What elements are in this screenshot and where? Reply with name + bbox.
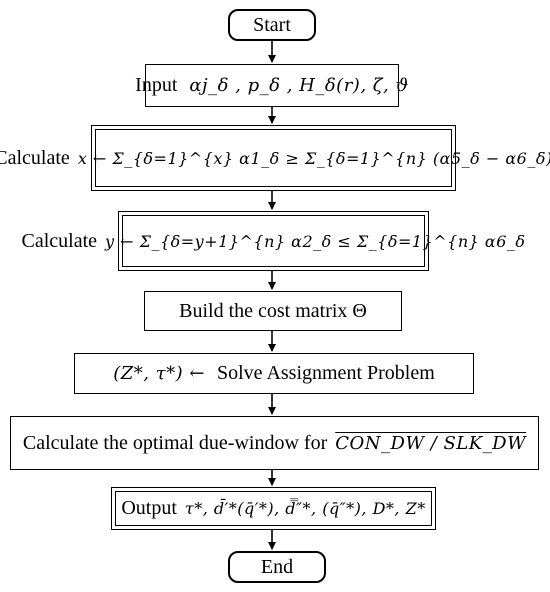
end-label: End: [260, 555, 294, 578]
due-window-formula: CON_DW / SLK_DW: [335, 432, 527, 454]
start-node: Start: [228, 9, 316, 41]
end-node: End: [228, 551, 326, 583]
assignment-label: Solve Assignment Problem: [216, 362, 435, 384]
cost-matrix-label: Build the cost matrix Θ: [179, 299, 367, 322]
due-window-label: Calculate the optimal due-window for: [22, 431, 328, 454]
input-label: Input: [135, 74, 178, 96]
output-node: Output τ*, d̄′*(q̄′*), d̿″*, (q̄″*), D*,…: [111, 487, 436, 530]
assignment-node: (Z*, τ*) ← Solve Assignment Problem: [74, 353, 474, 394]
input-formula: αj_δ , p_δ , H_δ(r), ζ, ϑ: [189, 75, 409, 96]
input-node: Input αj_δ , p_δ , H_δ(r), ζ, ϑ: [135, 64, 408, 107]
calc-y-formula: y ← Σ_{δ=y+1}^{n} α2_δ ≤ Σ_{δ=1}^{n} α6_…: [105, 231, 526, 251]
assignment-formula: (Z*, τ*) ←: [113, 363, 205, 384]
calc-x-label: Calculate: [0, 146, 70, 169]
calc-y-node: Calculate y ← Σ_{δ=y+1}^{n} α2_δ ≤ Σ_{δ=…: [22, 211, 525, 271]
calc-y-inner: Calculate y ← Σ_{δ=y+1}^{n} α2_δ ≤ Σ_{δ=…: [22, 215, 525, 267]
due-window-node: Calculate the optimal due-window for CON…: [10, 416, 539, 470]
calc-y-label: Calculate: [21, 229, 98, 252]
calc-x-formula: x ← Σ_{δ=1}^{x} α1_δ ≥ Σ_{δ=1}^{n} (α5_δ…: [77, 148, 550, 168]
start-label: Start: [253, 13, 291, 36]
calc-x-inner: Calculate x ← Σ_{δ=1}^{x} α1_δ ≥ Σ_{δ=1}…: [0, 129, 550, 187]
output-label: Output: [121, 497, 177, 519]
calc-x-node: Calculate x ← Σ_{δ=1}^{x} α1_δ ≥ Σ_{δ=1}…: [0, 125, 550, 191]
cost-matrix-node: Build the cost matrix Θ: [144, 291, 402, 331]
output-inner: Output τ*, d̄′*(q̄′*), d̿″*, (q̄″*), D*,…: [115, 491, 432, 526]
output-formula: τ*, d̄′*(q̄′*), d̿″*, (q̄″*), D*, Z*: [184, 499, 426, 518]
